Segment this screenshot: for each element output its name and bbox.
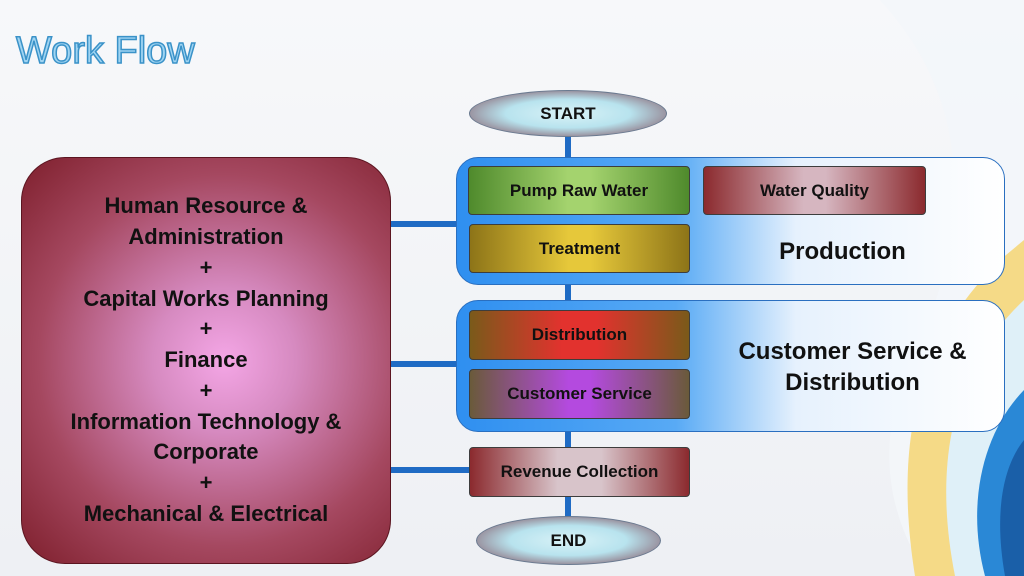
plus-separator: + <box>199 254 213 280</box>
start-node: START <box>469 90 667 137</box>
customer-distribution-label: Customer Service & Distribution <box>715 336 990 398</box>
end-node: END <box>476 516 661 565</box>
page-title: Work Flow <box>15 29 195 73</box>
plus-separator: + <box>199 316 213 342</box>
pump-raw-water-box: Pump Raw Water <box>468 166 690 215</box>
water-quality-box: Water Quality <box>703 166 926 215</box>
connector-line <box>565 135 571 159</box>
department-line: Information Technology & <box>70 408 342 434</box>
connector-line <box>565 430 571 448</box>
connector-line <box>390 467 470 473</box>
connector-line <box>565 284 571 302</box>
customer-distribution-label-line: Customer Service & <box>738 338 967 365</box>
connector-line <box>390 361 460 367</box>
department-line: Capital Works Planning <box>83 285 329 311</box>
treatment-box: Treatment <box>469 224 690 273</box>
department-line: Administration <box>128 223 284 249</box>
connector-line <box>565 496 571 518</box>
department-line: Mechanical & Electrical <box>83 501 329 527</box>
support-departments-text: Human Resource & Administration + Capita… <box>71 191 342 530</box>
department-line: Corporate <box>153 439 259 465</box>
customer-distribution-label-line: Distribution <box>785 369 920 396</box>
revenue-collection-box: Revenue Collection <box>469 447 690 497</box>
department-line: Human Resource & <box>104 193 308 219</box>
department-line: Finance <box>164 347 248 373</box>
distribution-box: Distribution <box>469 310 690 360</box>
plus-separator: + <box>199 470 213 496</box>
connector-line <box>390 221 460 227</box>
support-departments-panel: Human Resource & Administration + Capita… <box>21 157 391 564</box>
customer-service-box: Customer Service <box>469 369 690 419</box>
production-label: Production <box>779 238 906 265</box>
plus-separator: + <box>199 377 213 403</box>
